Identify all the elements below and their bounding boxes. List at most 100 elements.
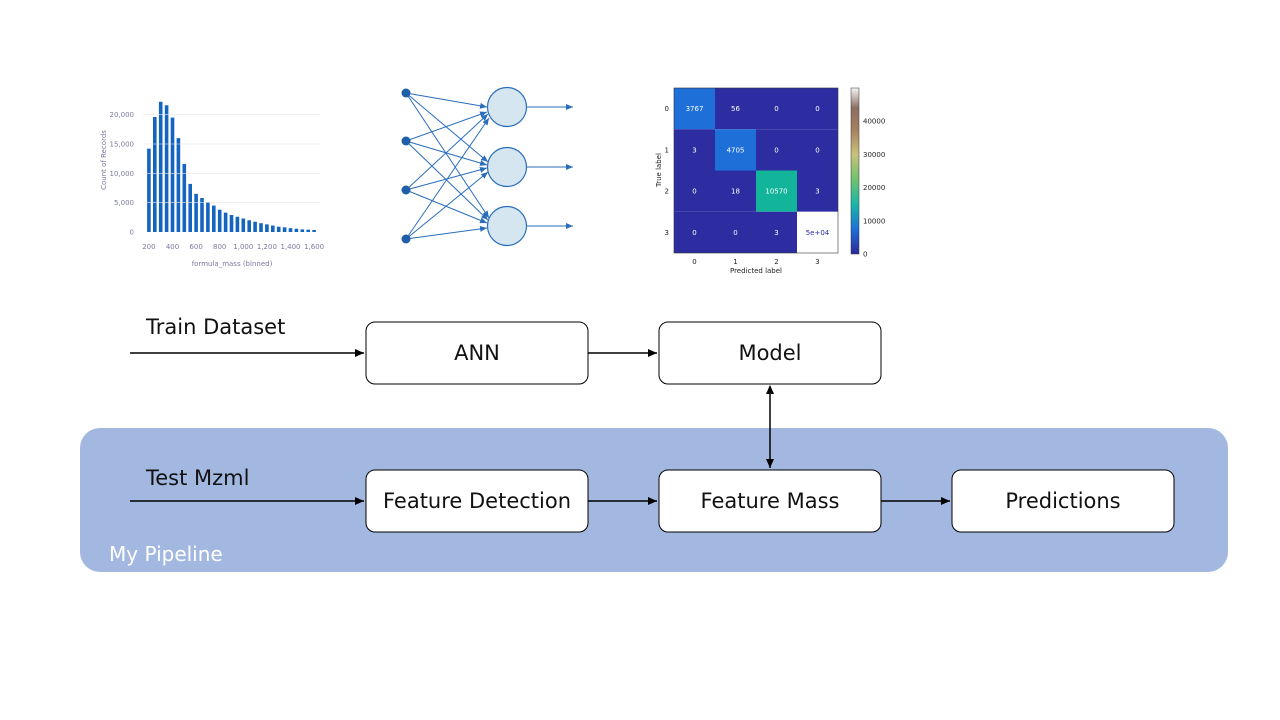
histogram-x-label: formula_mass (binned) <box>192 260 273 268</box>
model-node: Model <box>658 321 882 385</box>
svg-text:Predictions: Predictions <box>1005 489 1120 513</box>
histogram-bar <box>147 148 151 232</box>
histogram-bar <box>312 229 316 232</box>
histogram-bar <box>217 209 222 232</box>
colorbar-tick: 10000 <box>863 217 885 225</box>
neural-network-icon <box>401 86 573 247</box>
cm-y-tick: 0 <box>665 105 669 113</box>
cm-x-tick: 0 <box>692 258 696 266</box>
histogram-x-tick: 1,400 <box>280 243 300 251</box>
histogram-bar <box>182 163 187 232</box>
histogram-x-tick: 400 <box>166 243 179 251</box>
histogram-bar <box>176 138 181 232</box>
cm-x-tick: 3 <box>815 258 819 266</box>
histogram-bar <box>282 227 287 232</box>
cm-cell-label: 3 <box>815 188 819 196</box>
cm-x-tick: 1 <box>733 258 737 266</box>
cm-cell <box>756 88 797 130</box>
cm-cell <box>674 88 715 130</box>
histogram-bar <box>200 197 204 232</box>
histogram-bar <box>247 220 251 232</box>
histogram-y-tick: 10,000 <box>110 170 135 178</box>
histogram-y-tick: 15,000 <box>110 141 135 149</box>
predictions-node: Predictions <box>951 469 1175 533</box>
histogram-y-tick: 0 <box>130 229 134 237</box>
histogram-x-tick: 1,200 <box>257 243 277 251</box>
svg-text:Feature Detection: Feature Detection <box>383 489 571 513</box>
histogram-bar <box>300 229 305 232</box>
cm-cell <box>756 129 797 171</box>
cm-cell <box>674 129 715 171</box>
svg-text:ANN: ANN <box>454 341 500 365</box>
histogram-bar <box>253 221 257 232</box>
histogram-x-tick: 1,600 <box>304 243 324 251</box>
histogram-bar <box>223 212 228 232</box>
test-mzml-label: Test Mzml <box>145 466 249 490</box>
cm-x-tick: 2 <box>774 258 778 266</box>
histogram-bar <box>164 105 169 232</box>
colorbar-tick: 30000 <box>863 151 885 159</box>
train-dataset-label: Train Dataset <box>145 315 285 339</box>
cm-y-tick: 1 <box>665 146 669 154</box>
cm-cell-label: 0 <box>692 229 696 237</box>
histogram-bar <box>241 218 246 232</box>
cm-cell-label: 3 <box>774 229 778 237</box>
cm-cell <box>797 88 838 130</box>
histogram-bar <box>153 117 157 232</box>
histogram-bar <box>294 228 299 232</box>
histogram-bar <box>288 228 293 232</box>
cm-cell-label: 0 <box>774 105 778 113</box>
histogram-y-tick: 20,000 <box>110 111 135 119</box>
feature-mass-node: Feature Mass <box>658 469 882 533</box>
cm-cell-label: 5e+04 <box>806 229 830 237</box>
histogram-y-label: Count of Records <box>100 130 108 190</box>
histogram-x-tick: 600 <box>189 243 202 251</box>
svg-text:Feature Mass: Feature Mass <box>701 489 840 513</box>
cm-x-label: Predicted label <box>730 267 782 275</box>
cm-cell <box>674 211 715 253</box>
feature-detection-node: Feature Detection <box>365 469 589 533</box>
cm-border <box>673 87 839 254</box>
cm-cell-label: 0 <box>733 229 737 237</box>
colorbar <box>850 87 860 255</box>
histogram-bar <box>229 214 234 232</box>
histogram-x-tick: 200 <box>142 243 155 251</box>
cm-cell-label: 3 <box>692 146 696 154</box>
cm-cell-label: 18 <box>731 188 740 196</box>
colorbar-tick: 20000 <box>863 184 885 192</box>
histogram-y-tick: 5,000 <box>114 199 134 207</box>
cm-cell <box>715 129 756 171</box>
svg-text:Model: Model <box>738 341 801 365</box>
histogram-bar <box>212 205 216 232</box>
cm-cell-label: 56 <box>731 105 740 113</box>
cm-cell <box>797 170 838 212</box>
cm-cell-label: 0 <box>815 146 819 154</box>
cm-cell <box>797 211 838 253</box>
histogram-bar <box>158 101 163 232</box>
cm-y-label: True label <box>655 153 663 188</box>
cm-cell <box>756 211 797 253</box>
cm-cell <box>674 170 715 212</box>
histogram-bar <box>235 216 240 232</box>
cm-cell <box>715 211 756 253</box>
histogram-x-tick: 1,000 <box>233 243 253 251</box>
cm-cell-label: 4705 <box>727 146 745 154</box>
histogram-bar <box>276 226 281 232</box>
cm-cell-label: 0 <box>774 146 778 154</box>
ann-node: ANN <box>365 321 589 385</box>
histogram-bar <box>265 224 269 232</box>
cm-cell <box>715 170 756 212</box>
cm-y-tick: 3 <box>665 229 669 237</box>
histogram-bar <box>259 223 263 232</box>
colorbar-tick: 40000 <box>863 118 885 126</box>
histogram-x-tick: 800 <box>213 243 226 251</box>
cm-y-tick: 2 <box>665 188 669 196</box>
cm-cell-label: 0 <box>692 188 696 196</box>
cm-cell <box>797 129 838 171</box>
cm-cell <box>715 88 756 130</box>
histogram-bar <box>194 193 198 232</box>
cm-cell-label: 0 <box>815 105 819 113</box>
